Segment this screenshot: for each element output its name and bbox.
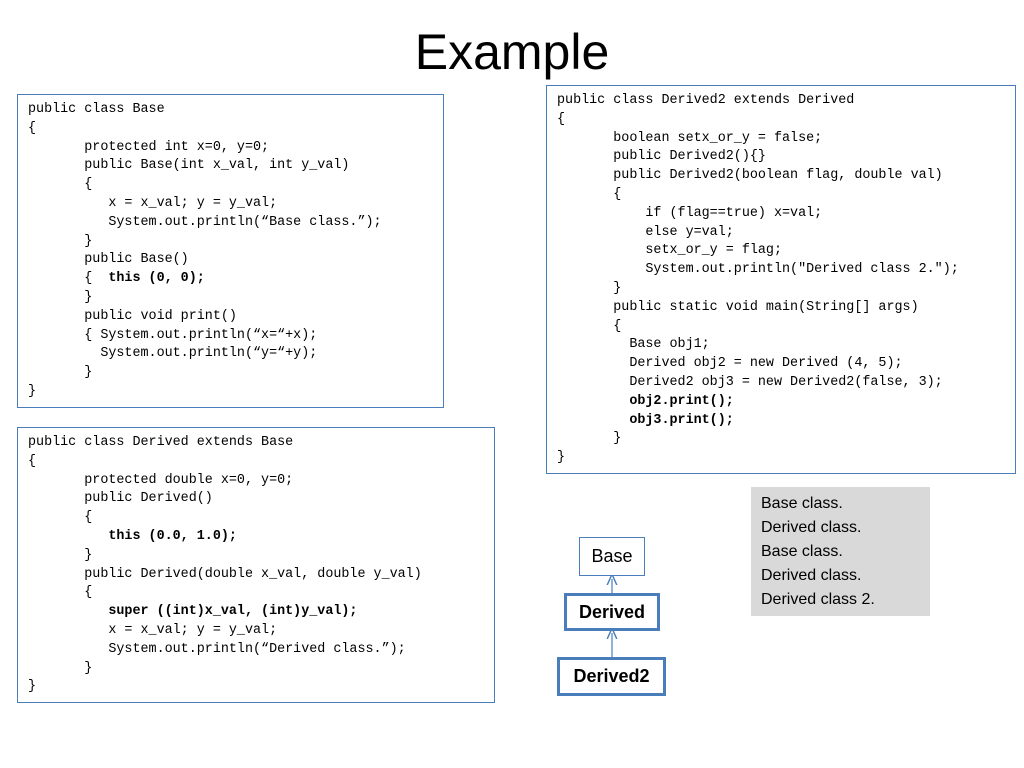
- code-line: obj2.print();: [557, 393, 1005, 412]
- code-line: public class Derived extends Base: [28, 435, 294, 450]
- code-line: { System.out.println(“x=“+x);: [28, 327, 318, 343]
- code-line: boolean setx_or_y = false;: [557, 130, 823, 146]
- code-line: System.out.println(“Base class.”);: [28, 214, 382, 230]
- code-line: }: [557, 450, 566, 466]
- code-line: }: [28, 547, 93, 563]
- code-line: public class Derived2 extends Derived: [557, 93, 855, 108]
- code-line: System.out.println(“Derived class.”);: [28, 641, 406, 657]
- code-bold-this-call: this (0, 0);: [108, 271, 205, 287]
- code-line: public Base(int x_val, int y_val): [28, 158, 350, 174]
- code-line: obj3.print();: [557, 412, 1005, 431]
- code-line: { this (0, 0);: [28, 270, 433, 289]
- code-bold-this-call: this (0.0, 1.0);: [108, 528, 237, 544]
- code-line: Derived obj2 = new Derived (4, 5);: [557, 356, 903, 372]
- code-line: }: [557, 431, 622, 447]
- code-line: {: [28, 453, 37, 469]
- code-line: {: [557, 186, 622, 202]
- output-line: Base class.: [761, 543, 843, 560]
- code-line: public Base(): [28, 252, 189, 268]
- code-line-prefix: [28, 604, 108, 619]
- code-line: super ((int)x_val, (int)y_val);: [28, 603, 484, 622]
- output-line: Derived class.: [761, 567, 862, 584]
- code-line: public Derived(): [28, 491, 213, 507]
- code-line: else y=val;: [557, 224, 734, 240]
- code-line: public Derived2(){}: [557, 149, 766, 165]
- code-line: public static void main(String[] args): [557, 299, 919, 315]
- code-line: public Derived(double x_val, double y_va…: [28, 566, 422, 582]
- code-line: {: [28, 177, 93, 193]
- slide-title: Example: [414, 24, 610, 80]
- code-line: }: [28, 365, 93, 381]
- output-line: Base class.: [761, 495, 843, 512]
- code-bold-print-call: obj3.print();: [629, 412, 734, 428]
- code-line: System.out.println("Derived class 2.");: [557, 262, 959, 278]
- code-line: x = x_val; y = y_val;: [28, 195, 278, 211]
- hierarchy-node-derived2: Derived2: [557, 657, 666, 696]
- code-line: }: [557, 280, 622, 296]
- code-line: public Derived2(boolean flag, double val…: [557, 168, 943, 184]
- code-block-derived: public class Derived extends Base { prot…: [17, 427, 495, 703]
- output-line: Derived class 2.: [761, 591, 875, 608]
- code-line: }: [28, 679, 37, 695]
- code-line-prefix: {: [28, 271, 109, 287]
- code-line: System.out.println(“y=“+y);: [28, 346, 318, 362]
- code-bold-print-call: obj2.print();: [629, 393, 734, 409]
- code-line: Base obj1;: [557, 337, 710, 353]
- code-line: {: [28, 120, 37, 136]
- code-line: if (flag==true) x=val;: [557, 205, 823, 221]
- console-output: Base class. Derived class. Base class. D…: [751, 487, 930, 616]
- code-line: {: [557, 111, 566, 127]
- code-line: public class Base: [28, 102, 165, 117]
- code-line: public void print(): [28, 308, 237, 324]
- code-line: protected int x=0, y=0;: [28, 139, 270, 155]
- output-line: Derived class.: [761, 519, 862, 536]
- code-block-base: public class Base { protected int x=0, y…: [17, 94, 444, 408]
- code-line: }: [28, 289, 93, 305]
- code-line-prefix: [28, 529, 108, 544]
- code-line: {: [28, 585, 93, 601]
- code-line: }: [28, 233, 93, 249]
- code-line: x = x_val; y = y_val;: [28, 622, 278, 638]
- code-line: {: [557, 318, 622, 334]
- code-bold-super-call: super ((int)x_val, (int)y_val);: [108, 604, 358, 620]
- code-line-prefix: [557, 394, 629, 409]
- hierarchy-node-derived: Derived: [564, 593, 660, 631]
- code-block-derived2: public class Derived2 extends Derived { …: [546, 85, 1016, 474]
- code-line-prefix: [557, 413, 629, 428]
- code-line: this (0.0, 1.0);: [28, 528, 484, 547]
- hierarchy-node-base: Base: [579, 537, 645, 576]
- code-line: }: [28, 660, 93, 676]
- code-line: protected double x=0, y=0;: [28, 472, 294, 488]
- code-line: {: [28, 510, 93, 526]
- code-line: Derived2 obj3 = new Derived2(false, 3);: [557, 374, 943, 390]
- code-line: }: [28, 383, 37, 399]
- code-line: setx_or_y = flag;: [557, 243, 782, 259]
